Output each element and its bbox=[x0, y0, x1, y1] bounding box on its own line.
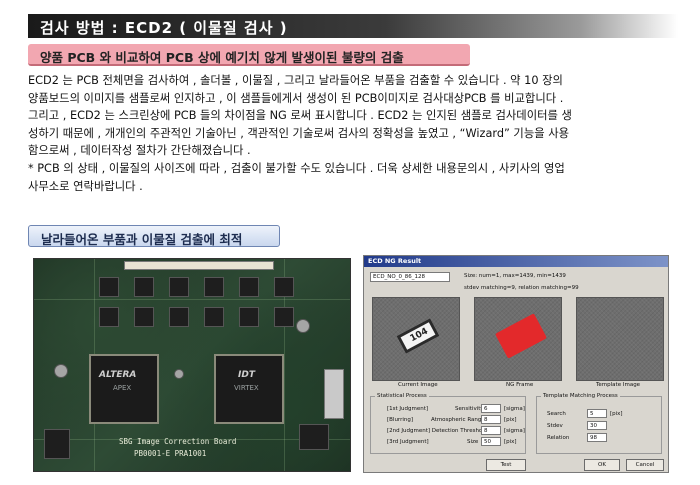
component bbox=[204, 277, 224, 297]
tmp-label-2: Stdev bbox=[547, 423, 563, 429]
subhead-banner: 양품 PCB 와 비교하여 PCB 상에 예기치 않게 발생이된 불량의 검출 bbox=[28, 44, 470, 66]
stat-group-title: Statistical Process bbox=[375, 393, 429, 399]
pcb-silkscreen-2: PB0001-E PRA1001 bbox=[134, 449, 207, 458]
chip-right-label: IDT bbox=[238, 370, 255, 380]
paragraph-line: ECD2 는 PCB 전체면을 검사하여 , 솔더볼 , 이물질 , 그리고 날… bbox=[28, 74, 563, 87]
stdev-info: stdev matching=9, relation matching=99 bbox=[464, 285, 579, 291]
template-image-panel bbox=[576, 297, 664, 381]
chip-left-label: ALTERA bbox=[99, 370, 137, 380]
template-matching-group: Template Matching Process Search 5 [pix]… bbox=[536, 393, 662, 454]
detection-threshold-input[interactable]: 8 bbox=[481, 426, 501, 435]
component bbox=[169, 277, 189, 297]
stat-label-2: [Blurring] bbox=[387, 417, 414, 423]
chip-marking: 104 bbox=[408, 326, 430, 345]
section-tag-text: 날라들어온 부품과 이물질 검출에 최적 bbox=[41, 232, 243, 247]
component bbox=[274, 277, 294, 297]
tmp-label-3: Relation bbox=[547, 435, 570, 441]
sensitivity-input[interactable]: 6 bbox=[481, 404, 501, 413]
stat-label-1: [1st Judgment] bbox=[387, 406, 429, 412]
tmp-unit-1: [pix] bbox=[610, 411, 623, 417]
stat-unit-4: [pix] bbox=[504, 439, 517, 445]
stat-param-4: Size bbox=[467, 439, 479, 445]
title-bar: 검사 방법 : ECD2 ( 이물질 검사 ) bbox=[28, 14, 678, 38]
component bbox=[134, 307, 154, 327]
tmp-label-1: Search bbox=[547, 411, 566, 417]
cancel-button[interactable]: Cancel bbox=[626, 459, 664, 471]
component bbox=[204, 307, 224, 327]
paragraph-line: 그리고 , ECD2 는 스크린상에 PCB 들의 차이점을 NG 로써 표시합… bbox=[28, 109, 572, 123]
resistor-chip: 104 bbox=[396, 318, 440, 354]
caption-template: Template Image bbox=[596, 382, 641, 388]
page-title: 검사 방법 : ECD2 ( 이물질 검사 ) bbox=[40, 19, 288, 37]
component bbox=[99, 307, 119, 327]
fpga-chip-right: IDT VIRTEX bbox=[214, 354, 284, 424]
component bbox=[239, 307, 259, 327]
paragraph-line: 양품보드의 이미지를 샘플로써 인지하고 , 이 샘플들에게서 생성이 된 PC… bbox=[28, 91, 564, 105]
top-connector bbox=[124, 261, 274, 270]
paragraph-line: 성하기 때문에 , 개개인의 주관적인 기술아닌 , 객관적인 기술로써 검사의… bbox=[28, 126, 569, 140]
caption-ng: NG Frame bbox=[506, 382, 534, 388]
paragraph-line: * PCB 의 상태 , 이물질의 사이즈에 따라 , 검출이 불가할 수도 있… bbox=[28, 161, 565, 175]
component bbox=[169, 307, 189, 327]
result-name-field[interactable]: ECD_NO_0_86_128 bbox=[370, 272, 450, 282]
capacitor bbox=[54, 364, 68, 378]
ng-frame-panel bbox=[474, 297, 562, 381]
subhead-text: 양품 PCB 와 비교하여 PCB 상에 예기치 않게 발생이된 불량의 검출 bbox=[40, 50, 404, 65]
component bbox=[44, 429, 70, 459]
stat-param-2: Atmospheric Range bbox=[431, 417, 485, 423]
fpga-chip-left: ALTERA APEX bbox=[89, 354, 159, 424]
ng-region bbox=[495, 313, 547, 359]
caption-current: Current Image bbox=[398, 382, 438, 388]
pcb-photo: ALTERA APEX IDT VIRTEX SBG Image Correct… bbox=[33, 258, 351, 472]
search-input[interactable]: 5 bbox=[587, 409, 607, 418]
ok-button[interactable]: OK bbox=[584, 459, 620, 471]
stat-unit-1: [sigma] bbox=[504, 406, 525, 412]
stat-unit-2: [pix] bbox=[504, 417, 517, 423]
size-input[interactable]: 50 bbox=[481, 437, 501, 446]
chip-left-sub: APEX bbox=[113, 384, 132, 392]
component bbox=[239, 277, 259, 297]
stat-param-1: Sensitivity bbox=[455, 406, 484, 412]
component bbox=[274, 307, 294, 327]
stat-label-4: [3rd Judgment] bbox=[387, 439, 429, 445]
capacitor bbox=[174, 369, 184, 379]
stat-unit-3: [sigma] bbox=[504, 428, 525, 434]
atmospheric-range-input[interactable]: 8 bbox=[481, 415, 501, 424]
tmp-group-title: Template Matching Process bbox=[541, 393, 620, 399]
size-info: Size: num=1, max=1439, min=1439 bbox=[464, 273, 566, 279]
capacitor bbox=[296, 319, 310, 333]
statistical-process-group: Statistical Process [1st Judgment] Sensi… bbox=[370, 393, 526, 454]
stdev-input[interactable]: 30 bbox=[587, 421, 607, 430]
component bbox=[299, 424, 329, 450]
current-image-panel: 104 bbox=[372, 297, 460, 381]
chip-right-sub: VIRTEX bbox=[234, 384, 259, 392]
pcb-silkscreen: SBG Image Correction Board bbox=[119, 437, 237, 446]
relation-input[interactable]: 98 bbox=[587, 433, 607, 442]
component bbox=[99, 277, 119, 297]
component bbox=[134, 277, 154, 297]
dialog-title: ECD NG Result bbox=[364, 256, 668, 267]
section-tag: 날라들어온 부품과 이물질 검출에 최적 bbox=[28, 225, 280, 247]
stat-label-3: [2nd Judgment] Detection Threshold bbox=[387, 428, 488, 434]
description-paragraph: ECD2 는 PCB 전체면을 검사하여 , 솔더볼 , 이물질 , 그리고 날… bbox=[28, 72, 680, 195]
test-button[interactable]: Test bbox=[486, 459, 526, 471]
paragraph-line: 함으로써 , 데이터작성 절차가 간단해졌습니다 . bbox=[28, 144, 251, 158]
side-connector bbox=[324, 369, 344, 419]
paragraph-line: 사무소로 연락바랍니다 . bbox=[28, 179, 143, 193]
ecd-ng-result-dialog: ECD NG Result ECD_NO_0_86_128 Size: num=… bbox=[363, 255, 669, 473]
